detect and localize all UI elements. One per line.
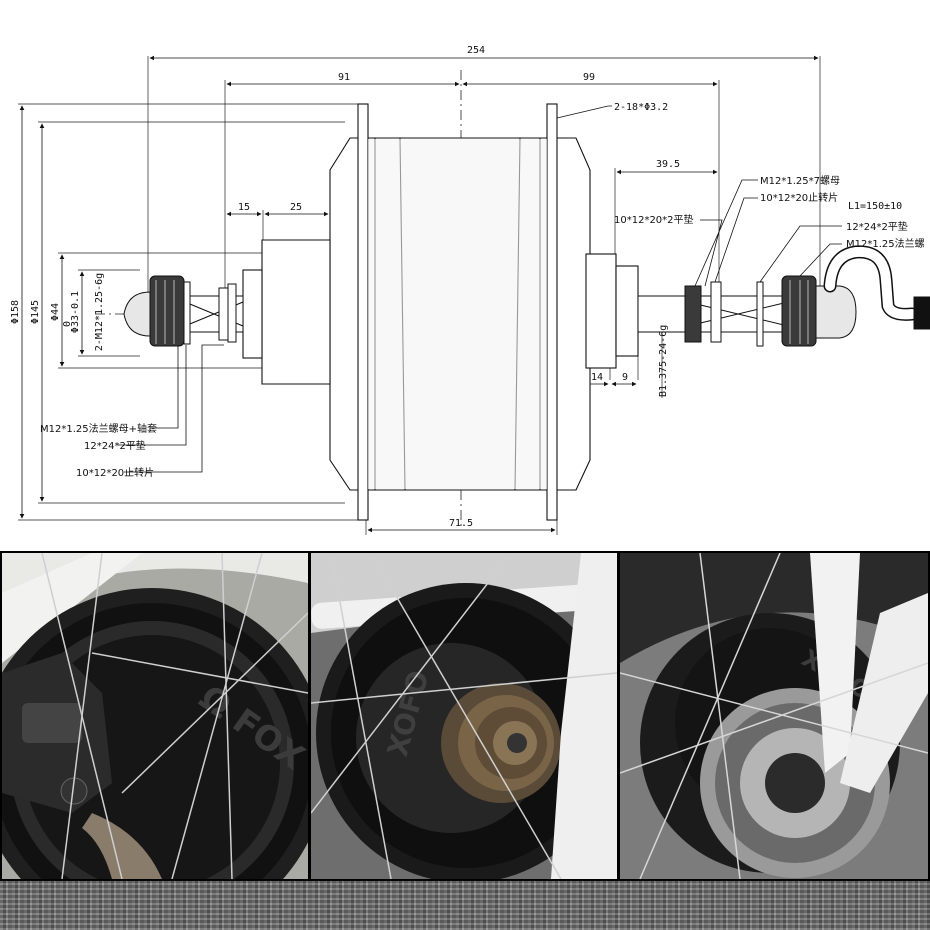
photo-rear-disc-rotor: XOFO bbox=[620, 553, 928, 879]
label-right-washer-inner: 10*12*20*2平垫 bbox=[614, 213, 694, 226]
dimension-texts: 254 91 99 15 25 39.5 14 9 71.5 2-18*Φ3.2… bbox=[10, 45, 902, 529]
cable bbox=[823, 245, 930, 330]
right-hardware bbox=[684, 275, 857, 347]
dim-overall: 254 bbox=[467, 45, 485, 56]
dim-holes: 2-18*Φ3.2 bbox=[614, 102, 668, 113]
dim-right-step1: 14 bbox=[591, 372, 603, 383]
photo-front-disc-brake: Ω FOX bbox=[2, 553, 308, 879]
photo-strip: Ω FOX XOFO bbox=[0, 551, 930, 881]
dim-thread-right: B1.375-24-6g bbox=[658, 325, 669, 397]
label-left-nut: M12*1.25法兰螺母+轴套 bbox=[40, 422, 157, 435]
label-right-flange-nut: M12*1.25法兰螺 bbox=[846, 237, 925, 250]
dim-right-step2: 9 bbox=[622, 372, 628, 383]
label-left-stopper: 10*12*20止转片 bbox=[76, 466, 154, 479]
dim-dia-axle-tol: 0 bbox=[62, 321, 73, 327]
gravel-ground-strip bbox=[0, 881, 930, 930]
label-right-washer: 12*24*2平垫 bbox=[846, 220, 908, 233]
dim-right-axle: 39.5 bbox=[656, 159, 680, 170]
dim-right-half: 99 bbox=[583, 72, 595, 83]
extension-lines bbox=[18, 56, 821, 535]
part-labels: M12*1.25法兰螺母+轴套 12*24*2平垫 10*12*20止转片 M1… bbox=[40, 175, 925, 479]
label-right-nut7: M12*1.25*7螺母 bbox=[760, 175, 840, 187]
dim-left-step1: 15 bbox=[238, 202, 250, 213]
dim-thread-left: 2-M12*1.25-6g bbox=[94, 273, 105, 351]
dim-left-step2: 25 bbox=[290, 202, 302, 213]
dim-dia-hub: Φ44 bbox=[50, 303, 61, 321]
label-right-stopper: 10*12*20止转片 bbox=[760, 191, 838, 204]
dim-flange-spacing: 71.5 bbox=[449, 518, 473, 529]
dim-left-half: 91 bbox=[338, 72, 350, 83]
hub-shading bbox=[368, 139, 547, 489]
dim-dia-shell: Φ145 bbox=[30, 300, 41, 324]
dimension-lines bbox=[19, 55, 819, 533]
dim-cable-length: L1=150±10 bbox=[848, 201, 902, 212]
technical-drawing: 254 91 99 15 25 39.5 14 9 71.5 2-18*Φ3.2… bbox=[10, 45, 930, 535]
dim-dia-axle: Φ33-0.1 bbox=[70, 291, 81, 333]
dim-dia-outer: Φ158 bbox=[10, 300, 21, 324]
photo-rear-freewheel: XOFO bbox=[311, 553, 617, 879]
left-hardware bbox=[123, 275, 237, 347]
leader-lines bbox=[118, 105, 842, 473]
label-left-washer: 12*24*2平垫 bbox=[84, 439, 146, 452]
